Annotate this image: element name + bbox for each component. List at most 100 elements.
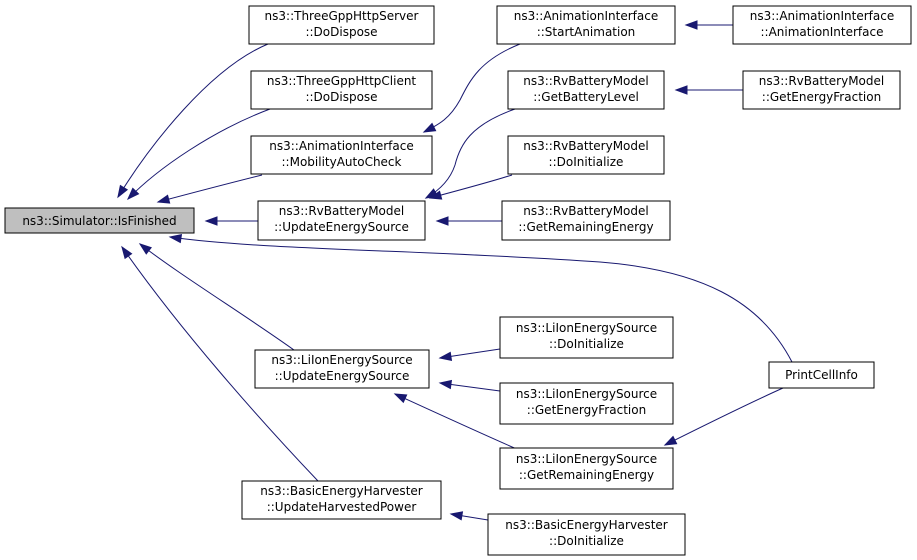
edge-rvinit-to-rvupdate [428, 174, 513, 200]
edge-arrowhead [393, 393, 408, 404]
edge-line [139, 243, 295, 351]
edge-line [121, 246, 319, 482]
node-label-line1: ns3::AnimationInterface [514, 9, 658, 23]
edge-line [127, 108, 271, 200]
edge-arrowhead [168, 233, 183, 244]
edge-rvfraction-to-getlevel [674, 85, 743, 95]
node-label-line2: ::DoInitialize [549, 337, 624, 351]
edge-arrowhead [435, 216, 449, 226]
edge-arrowhead [428, 190, 443, 200]
edge-arrowhead [121, 245, 133, 260]
edge-animctor-to-startanim [684, 20, 733, 30]
node-label-line2: ::DoDispose [305, 90, 377, 104]
node-liion-doinitialize[interactable]: ns3::LiIonEnergySource ::DoInitialize [499, 316, 674, 359]
edge-line [429, 174, 513, 199]
edge-printcell-to-liremain [663, 387, 784, 446]
node-label-line2: ::StartAnimation [537, 25, 636, 39]
node-label-line2: ::UpdateEnergySource [275, 369, 410, 383]
node-label-line1: ns3::RvBatteryModel [523, 204, 648, 218]
edge-mobility-to-isfinished [156, 174, 263, 204]
node-label-line2: ::DoInitialize [549, 155, 624, 169]
node-liion-getremainingenergy[interactable]: ns3::LiIonEnergySource ::GetRemainingEne… [499, 447, 674, 490]
edges-layer [117, 20, 793, 521]
node-label-line1: ns3::RvBatteryModel [523, 74, 648, 88]
node-harvester-doinitialize[interactable]: ns3::BasicEnergyHarvester ::DoInitialize [487, 513, 686, 556]
node-label-line1: ns3::LiIonEnergySource [516, 452, 657, 466]
edge-arrowhead [438, 379, 453, 390]
edge-rvupdate-to-isfinished [204, 216, 258, 226]
edge-arrowhead [156, 194, 171, 204]
node-animationinterface-ctor[interactable]: ns3::AnimationInterface ::AnimationInter… [732, 5, 912, 45]
node-label: PrintCellInfo [785, 368, 858, 382]
node-label-line2: ::AnimationInterface [761, 25, 884, 39]
edge-liinit-to-liupdate [438, 348, 501, 361]
node-label: ns3::Simulator::IsFinished [22, 214, 176, 228]
edge-arrowhead [449, 511, 464, 521]
node-label-line1: ns3::ThreeGppHttpServer [265, 9, 419, 23]
node-harvester-updateharvestedpower[interactable]: ns3::BasicEnergyHarvester ::UpdateHarves… [241, 480, 442, 520]
node-label-line1: ns3::AnimationInterface [750, 9, 894, 23]
node-label-line1: ns3::LiIonEnergySource [516, 387, 657, 401]
edge-liupdate-to-isfinished [138, 243, 295, 351]
node-httpclient-dodispose[interactable]: ns3::ThreeGppHttpClient ::DoDispose [250, 70, 433, 110]
edge-harvest-to-isfinished [121, 245, 319, 482]
edge-line [425, 108, 516, 199]
node-rv-updateenergysource[interactable]: ns3::RvBatteryModel ::UpdateEnergySource [257, 200, 426, 241]
edge-arrowhead [674, 85, 688, 95]
node-liion-getenergyfraction[interactable]: ns3::LiIonEnergySource ::GetEnergyFracti… [499, 382, 674, 425]
edge-arrowhead [422, 122, 437, 133]
edge-arrowhead [684, 20, 698, 30]
node-simulator-isfinished[interactable]: ns3::Simulator::IsFinished [4, 207, 195, 234]
edge-harvinit-to-harvest [449, 511, 489, 521]
edge-getlevel-to-rvupdate [424, 108, 516, 199]
node-label-line2: ::GetBatteryLevel [533, 90, 639, 104]
edge-line [169, 236, 793, 363]
edge-rvremain-to-rvupdate [435, 216, 502, 226]
nodes-layer: ns3::Simulator::IsFinished ns3::ThreeGpp… [4, 5, 912, 556]
node-label-line1: ns3::RvBatteryModel [523, 139, 648, 153]
node-label-line2: ::DoDispose [305, 25, 377, 39]
node-label-line2: ::DoInitialize [549, 534, 624, 548]
edge-arrowhead [117, 184, 129, 199]
node-label-line2: ::GetRemainingEnergy [518, 220, 653, 234]
edge-line [423, 43, 521, 133]
edge-line [117, 43, 269, 198]
node-rv-getenergyfraction[interactable]: ns3::RvBatteryModel ::GetEnergyFraction [742, 70, 901, 110]
edge-arrowhead [663, 435, 678, 446]
node-label-line2: ::GetEnergyFraction [527, 403, 646, 417]
edge-line [664, 387, 784, 446]
edge-printcell-to-isfinished [168, 233, 793, 363]
node-label-line1: ns3::BasicEnergyHarvester [505, 518, 667, 532]
node-rv-getremainingenergy[interactable]: ns3::RvBatteryModel ::GetRemainingEnergy [501, 200, 671, 241]
node-label-line2: ::UpdateEnergySource [274, 220, 409, 234]
node-label-line1: ns3::RvBatteryModel [759, 74, 884, 88]
node-rv-doinitialize[interactable]: ns3::RvBatteryModel ::DoInitialize [507, 135, 665, 175]
edge-line [394, 393, 520, 451]
node-startanimation[interactable]: ns3::AnimationInterface ::StartAnimation [496, 5, 676, 45]
node-label-line2: ::UpdateHarvestedPower [267, 500, 417, 514]
node-label-line2: ::GetRemainingEnergy [519, 468, 654, 482]
node-label-line1: ns3::RvBatteryModel [279, 204, 404, 218]
edge-startanim-to-mobility [422, 43, 521, 133]
node-label-line1: ns3::BasicEnergyHarvester [260, 484, 422, 498]
node-liion-updateenergysource[interactable]: ns3::LiIonEnergySource ::UpdateEnergySou… [254, 349, 430, 389]
node-label-line1: ns3::LiIonEnergySource [271, 353, 412, 367]
edge-httpserver-to-isfinished [117, 43, 269, 199]
edge-arrowhead [126, 187, 140, 201]
node-label-line2: ::MobilityAutoCheck [282, 155, 402, 169]
edge-liremain-to-liupdate [393, 393, 520, 451]
node-httpserver-dodispose[interactable]: ns3::ThreeGppHttpServer ::DoDispose [248, 5, 435, 45]
edge-arrowhead [138, 243, 152, 255]
node-label-line1: ns3::ThreeGppHttpClient [267, 74, 417, 88]
node-label-line2: ::GetEnergyFraction [762, 90, 881, 104]
edge-httpclient-to-isfinished [126, 108, 271, 201]
node-rv-getbatterylevel[interactable]: ns3::RvBatteryModel ::GetBatteryLevel [507, 70, 665, 110]
node-printcellinfo[interactable]: PrintCellInfo [768, 361, 875, 389]
node-mobilityautocheck[interactable]: ns3::AnimationInterface ::MobilityAutoCh… [250, 135, 433, 175]
node-label-line1: ns3::AnimationInterface [269, 139, 413, 153]
edge-lifraction-to-liupdate [438, 379, 501, 392]
node-label-line1: ns3::LiIonEnergySource [516, 321, 657, 335]
edge-arrowhead [204, 216, 218, 226]
edge-arrowhead [438, 351, 453, 361]
